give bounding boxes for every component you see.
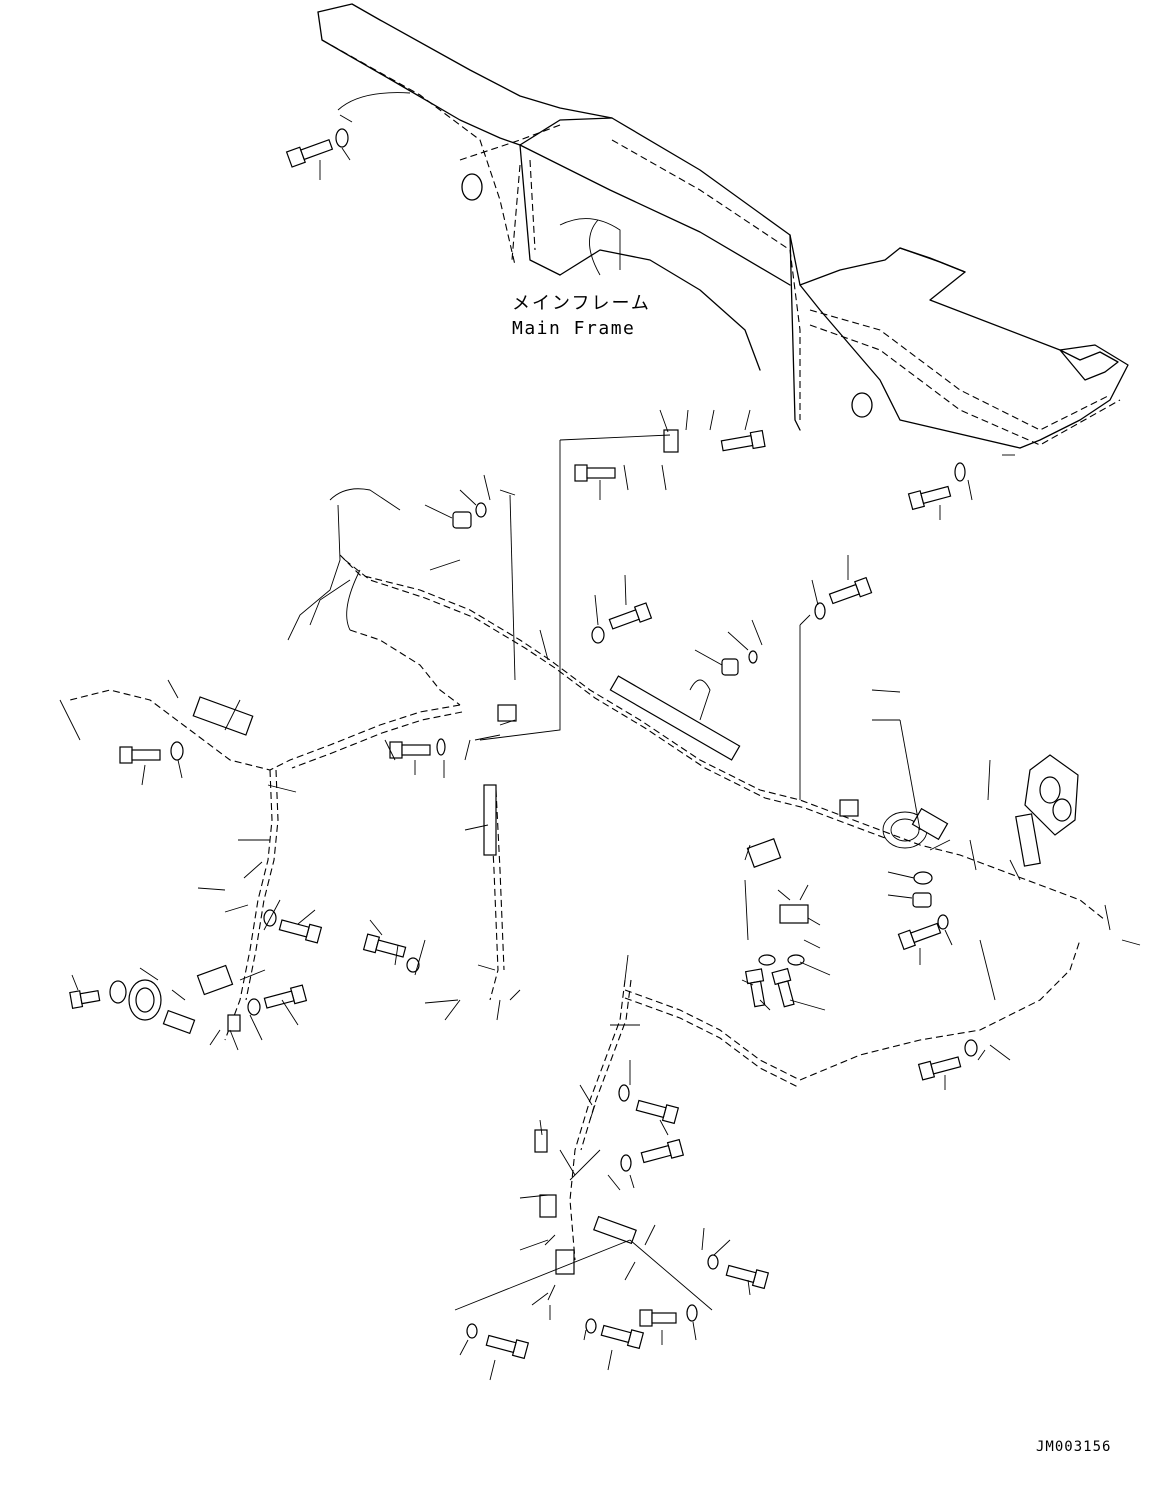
washer-1 xyxy=(335,128,349,148)
washer-5 xyxy=(475,502,487,518)
bolt-4 xyxy=(907,485,952,511)
washer-4 xyxy=(954,462,966,482)
washer-17 xyxy=(787,954,805,966)
washer-23 xyxy=(585,1318,597,1334)
main-frame-outline xyxy=(317,3,1129,449)
bolt-18 xyxy=(640,1138,685,1164)
washer-8 xyxy=(814,602,826,620)
bolt-15 xyxy=(771,967,795,1008)
washer-19 xyxy=(618,1084,630,1102)
bolt-13 xyxy=(897,922,942,951)
bolt-16 xyxy=(917,1056,962,1081)
bolt-8 xyxy=(389,741,431,759)
washer-7 xyxy=(748,650,758,664)
washer-14 xyxy=(937,914,949,930)
washer-20 xyxy=(620,1154,632,1172)
nut-3 xyxy=(912,892,932,908)
washer-22 xyxy=(466,1323,478,1339)
bolt-1 xyxy=(285,139,334,168)
washer-24 xyxy=(686,1304,698,1322)
bolt-22 xyxy=(639,1309,677,1327)
washer-21 xyxy=(707,1254,719,1270)
bolt-2 xyxy=(574,464,616,482)
washer-18 xyxy=(964,1039,978,1057)
main-frame-label-jp: メインフレーム xyxy=(512,293,651,314)
bolt-14 xyxy=(744,968,766,1008)
relay-box xyxy=(1024,754,1079,836)
bolt-6 xyxy=(828,576,873,605)
washer-6 xyxy=(591,626,605,644)
washer-13 xyxy=(406,957,420,973)
washer-15 xyxy=(913,871,933,885)
washer-9 xyxy=(170,741,184,761)
bolt-12 xyxy=(69,989,101,1010)
bolt-3 xyxy=(720,429,766,452)
bolt-10 xyxy=(263,984,308,1009)
bracket-set xyxy=(162,429,1041,1275)
figure-code: JM003156 xyxy=(1036,1439,1111,1455)
bolt-7 xyxy=(119,746,161,764)
bolt-9 xyxy=(278,919,323,944)
bolt-17 xyxy=(635,1099,680,1125)
bolt-5 xyxy=(608,602,653,630)
bolt-21 xyxy=(600,1324,645,1350)
bolt-19 xyxy=(725,1264,770,1290)
washer-12 xyxy=(247,998,261,1016)
main-frame-label-en: Main Frame xyxy=(512,318,635,339)
nut-1 xyxy=(452,511,472,529)
bolt-11 xyxy=(362,933,407,958)
bolt-20 xyxy=(485,1334,530,1360)
wiring-harness xyxy=(59,488,1106,1261)
lamp-1 xyxy=(109,979,162,1021)
washer-10 xyxy=(436,738,446,756)
nut-2 xyxy=(721,658,739,676)
leader-lines xyxy=(71,147,1141,1381)
washer-16 xyxy=(758,954,776,966)
